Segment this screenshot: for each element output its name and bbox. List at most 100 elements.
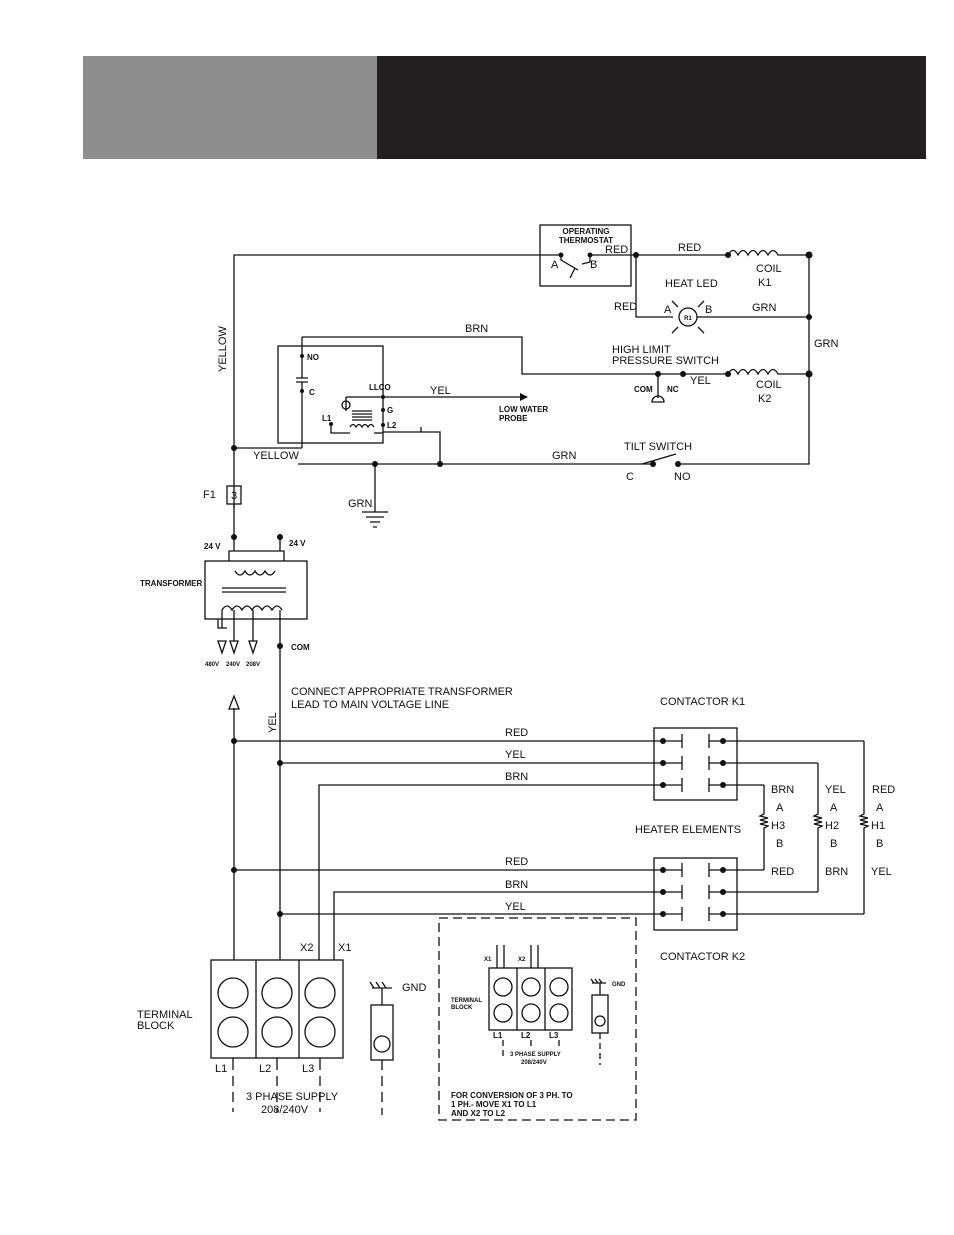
red-label-k1: RED bbox=[505, 727, 528, 739]
coil-k2 bbox=[727, 368, 809, 376]
llco-capacitor bbox=[296, 377, 308, 383]
v24-left: 24 V bbox=[204, 542, 221, 551]
yel-label-vertical: YEL bbox=[267, 712, 279, 733]
led-a: A bbox=[664, 304, 672, 316]
x2-label: X2 bbox=[300, 942, 313, 954]
thermostat-a: A bbox=[551, 259, 559, 271]
tilt-switch-label: TILT SWITCH bbox=[624, 441, 692, 453]
coil-k1 bbox=[727, 249, 809, 257]
yel-label-k2: YEL bbox=[690, 375, 711, 387]
grn-label-led: GRN bbox=[752, 302, 777, 314]
contactor-k1 bbox=[653, 727, 738, 801]
inset-terminal-block bbox=[488, 967, 573, 1031]
tap-240v: 240V bbox=[226, 662, 240, 668]
page-header-band bbox=[83, 56, 926, 159]
header-dark-block bbox=[377, 56, 926, 159]
thermostat-symbol bbox=[560, 255, 591, 279]
contactor-k2-label: CONTACTOR K2 bbox=[660, 951, 745, 963]
power-circuit: YEL CONTACTOR K1 RED YEL BRN HEATER ELEM… bbox=[137, 646, 895, 1121]
x1-label: X1 bbox=[338, 942, 351, 954]
supply-leads bbox=[232, 1076, 321, 1112]
heater-elements-label: HEATER ELEMENTS bbox=[635, 824, 741, 836]
h3-a: A bbox=[776, 802, 784, 814]
red-label-1: RED bbox=[605, 244, 628, 256]
llco-no: NO bbox=[307, 353, 319, 362]
yel-label-k2-power: YEL bbox=[505, 901, 526, 913]
yellow-wire-left bbox=[233, 254, 561, 508]
llco-label: LLCO bbox=[369, 383, 391, 392]
contactor-k1-label: CONTACTOR K1 bbox=[660, 696, 745, 708]
header-gray-block bbox=[83, 56, 377, 159]
inset-gnd-lug bbox=[591, 994, 609, 1034]
brn-label-k1: BRN bbox=[505, 771, 528, 783]
low-water-label-1: LOW WATER bbox=[499, 405, 548, 414]
terminal-label-2: BLOCK bbox=[137, 1020, 175, 1032]
grn-label-bus: GRN bbox=[552, 450, 577, 462]
inset-l3: L3 bbox=[549, 1031, 559, 1040]
llco-l1: L1 bbox=[322, 414, 332, 423]
transformer-primary bbox=[234, 569, 276, 576]
tap-208v: 208V bbox=[246, 662, 260, 668]
low-water-label-2: PROBE bbox=[499, 414, 528, 423]
inset-gnd-label: GND bbox=[612, 982, 626, 988]
transformer-taps bbox=[217, 640, 258, 656]
h2-bottom-label: BRN bbox=[825, 866, 848, 878]
h1-b: B bbox=[876, 838, 883, 850]
terminal-block bbox=[210, 959, 344, 1059]
transformer-secondary bbox=[221, 605, 283, 612]
conversion-note-2: 1 PH.- MOVE X1 TO L1 bbox=[451, 1100, 537, 1109]
heat-led-label: HEAT LED bbox=[665, 278, 718, 290]
coil-k1-label: COIL bbox=[756, 263, 782, 275]
yellow-label-vertical: YELLOW bbox=[217, 326, 229, 372]
llco-coil-core bbox=[352, 410, 372, 421]
inset-phase-1: 3 PHASE SUPPLY bbox=[510, 1052, 561, 1058]
h1-top-label: RED bbox=[872, 784, 895, 796]
heater-h3 bbox=[758, 785, 770, 870]
fuse-label: F1 bbox=[203, 489, 216, 501]
h1-bottom-label: YEL bbox=[871, 866, 892, 878]
thermostat-label-2: THERMOSTAT bbox=[559, 236, 613, 245]
h3-label: H3 bbox=[771, 820, 785, 832]
h2-top-label: YEL bbox=[825, 784, 846, 796]
terminal-label-1: TERMINAL bbox=[137, 1009, 193, 1021]
h3-bottom-label: RED bbox=[771, 866, 794, 878]
llco-c: C bbox=[309, 388, 315, 397]
red-label-k2: RED bbox=[505, 856, 528, 868]
grn-wire-right bbox=[678, 255, 810, 465]
phase-supply-label-1: 3 PHASE SUPPLY bbox=[246, 1091, 339, 1103]
red-wire-led bbox=[635, 255, 673, 318]
tap-480v: 480V bbox=[205, 662, 219, 668]
grn-label-right: GRN bbox=[814, 338, 839, 350]
conversion-note-1: FOR CONVERSION OF 3 PH. TO bbox=[451, 1091, 573, 1100]
v24-right: 24 V bbox=[289, 539, 306, 548]
h2-label: H2 bbox=[825, 820, 839, 832]
r1-label: R1 bbox=[684, 316, 692, 322]
transformer-label: TRANSFORMER bbox=[140, 579, 202, 588]
tilt-no: NO bbox=[674, 471, 691, 483]
control-circuit: OPERATING THERMOSTAT A B YELLOW RED RED … bbox=[140, 224, 839, 711]
grn-label-ground: GRN bbox=[348, 498, 373, 510]
llco-g: G bbox=[387, 406, 393, 415]
pressure-switch-symbol bbox=[651, 374, 665, 403]
heater-h2 bbox=[812, 763, 824, 892]
tap-arrow-up bbox=[228, 694, 240, 710]
h3-top-label: BRN bbox=[771, 784, 794, 796]
inset-terminal-2: BLOCK bbox=[451, 1005, 473, 1011]
brn-wire bbox=[302, 336, 658, 375]
transformer bbox=[204, 560, 308, 620]
transformer-core bbox=[222, 587, 286, 593]
connect-note-2: LEAD TO MAIN VOLTAGE LINE bbox=[291, 699, 449, 711]
probe-arrow bbox=[520, 393, 528, 401]
inset-x2: X2 bbox=[518, 957, 526, 963]
yel-label-k1: YEL bbox=[505, 749, 526, 761]
coil-k2-label: COIL bbox=[756, 379, 782, 391]
high-limit-label: HIGH LIMIT bbox=[612, 344, 671, 356]
coil-k1-id: K1 bbox=[758, 277, 771, 289]
led-rays bbox=[671, 300, 705, 334]
h2-b: B bbox=[830, 838, 837, 850]
yel-label-llco: YEL bbox=[430, 385, 451, 397]
pressure-switch-label: PRESSURE SWITCH bbox=[612, 355, 719, 367]
inset-l1: L1 bbox=[493, 1031, 503, 1040]
gnd-label: GND bbox=[402, 982, 427, 994]
